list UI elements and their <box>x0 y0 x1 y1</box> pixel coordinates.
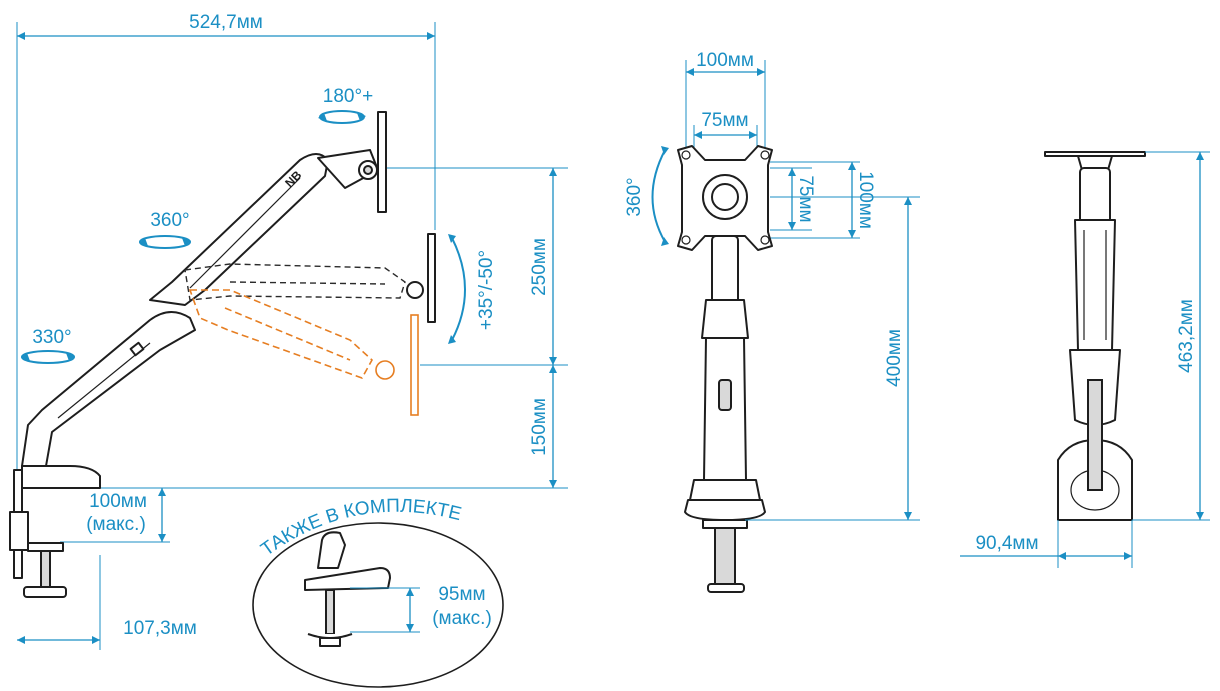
front-rotate-label: 360° <box>624 177 645 216</box>
tilt-rotate-indicator: 180°+ <box>318 86 373 124</box>
vesa-inner-top-label: 75мм <box>701 110 748 131</box>
vesa-outer-top-label: 100мм <box>696 50 754 71</box>
tilt-range-indicator: +35°/-50° <box>448 234 497 344</box>
base-rotate-indicator: 330° <box>21 327 75 364</box>
front-view: 100мм 75мм 100мм 75мм 360° <box>624 50 920 593</box>
upper-height-label: 250мм <box>529 238 550 296</box>
back-view: 463,2мм 90,4мм <box>960 151 1210 568</box>
desk-thickness-note: (макс.) <box>86 514 146 535</box>
upper-arm-lowered <box>188 289 419 416</box>
included-callout: ТАКЖЕ В КОМПЛЕКТЕ 95мм (макс.) <box>252 496 504 688</box>
tilt-range-label: +35°/-50° <box>476 250 497 330</box>
side-view: 524,7мм 180°+ 360° 330° +35° <box>9 12 568 650</box>
lower-arm <box>21 311 196 467</box>
width-dimension: 524,7мм <box>16 12 436 470</box>
clamp-depth-label: 107,3мм <box>123 618 197 639</box>
base-width-label: 90,4мм <box>975 533 1038 554</box>
front-height-label: 400мм <box>884 329 905 387</box>
grommet-label: 95мм <box>438 584 485 605</box>
arm-rotate-label: 360° <box>150 210 189 231</box>
desk-clamp <box>9 465 101 598</box>
tilt-rotate-label: 180°+ <box>323 86 373 107</box>
upper-arm-raised: NB <box>149 111 387 306</box>
desk-thickness-dimension: 100мм (макс.) <box>60 488 170 543</box>
grommet-note: (макс.) <box>432 608 492 629</box>
side-height-dimensions: 250мм 150мм <box>60 167 568 489</box>
base-rotate-label: 330° <box>32 327 71 348</box>
clamp-depth-dimension: 107,3мм <box>17 555 197 650</box>
desk-thickness-label: 100мм <box>89 491 147 512</box>
vesa-inner-side-label: 75мм <box>795 175 816 222</box>
lower-height-label: 150мм <box>529 398 550 456</box>
back-height-label: 463,2мм <box>1176 299 1197 373</box>
vesa-outer-side-label: 100мм <box>855 171 876 229</box>
arm-rotate-indicator: 360° <box>139 210 191 249</box>
width-label: 524,7мм <box>189 12 263 33</box>
upper-arm-middle <box>184 233 436 323</box>
